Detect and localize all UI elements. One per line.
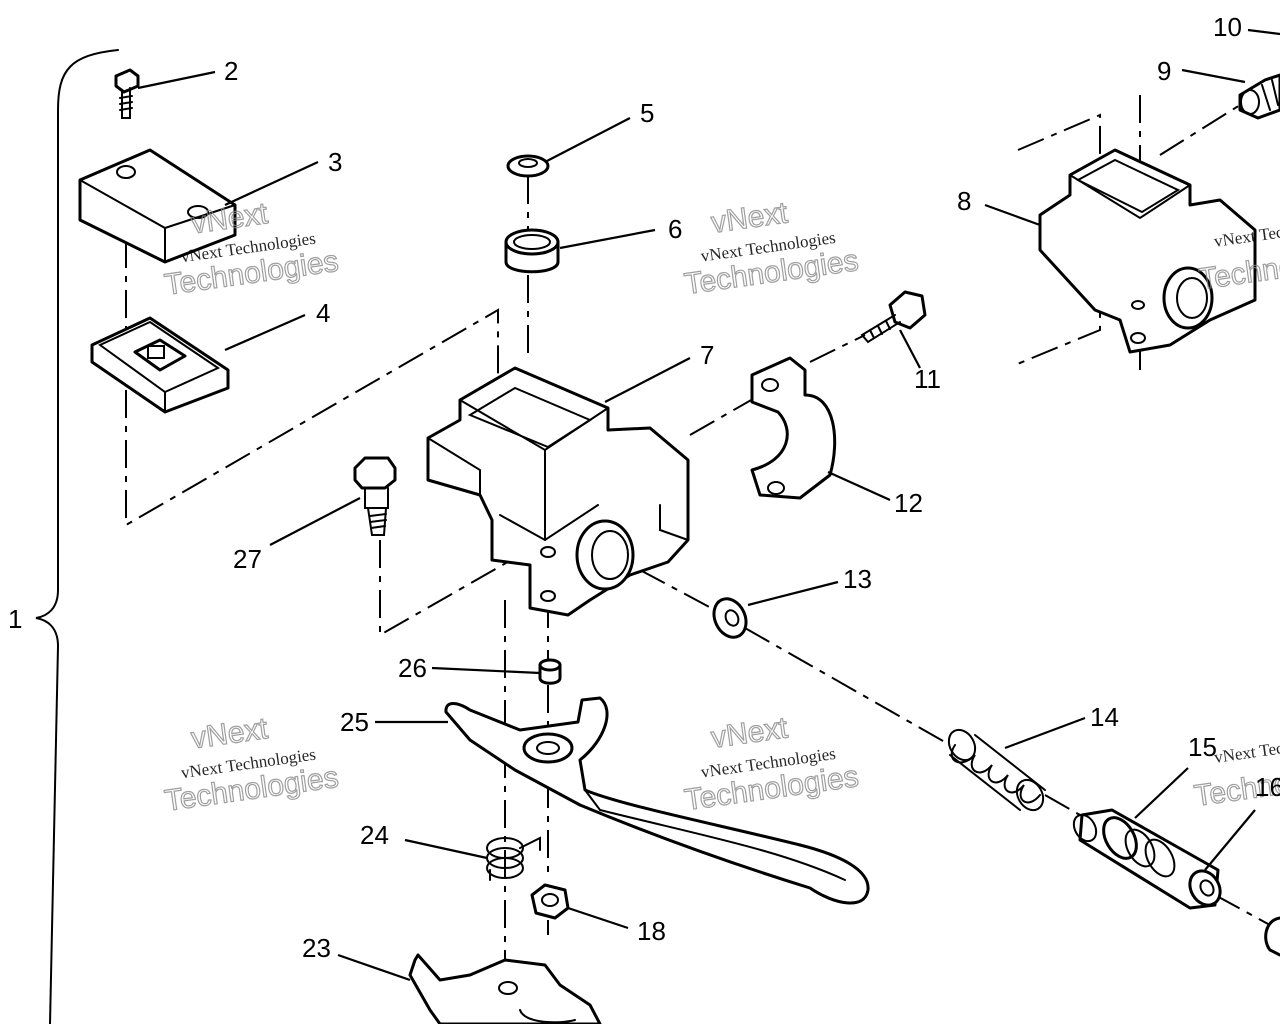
part-23-switch-bracket — [408, 953, 602, 1024]
part-11-clamp-bolt — [860, 290, 927, 344]
callout-13: 13 — [843, 564, 872, 594]
callout-1: 1 — [8, 604, 22, 634]
callout-labels: 1 2 3 4 5 6 7 8 9 10 11 12 13 14 15 16 1… — [8, 12, 1280, 963]
watermark-text: vNext Technologies — [1213, 729, 1280, 767]
watermark-vnext: vNext — [709, 711, 790, 754]
leader-lines — [137, 28, 1280, 982]
callout-3: 3 — [328, 147, 342, 177]
callout-10: 10 — [1213, 12, 1242, 42]
watermark-vnext: vNext — [709, 196, 790, 239]
part-4-diaphragm — [90, 316, 230, 414]
part-26-pivot-bushing — [538, 658, 562, 685]
part-5-seal — [506, 154, 550, 178]
part-8-master-cylinder-alt — [1038, 148, 1257, 354]
callout-25: 25 — [340, 707, 369, 737]
part-12-handlebar-clamp — [750, 356, 837, 500]
part-3-reservoir-cover — [78, 148, 237, 264]
callout-14: 14 — [1090, 702, 1119, 732]
callout-7: 7 — [700, 340, 714, 370]
callout-8: 8 — [957, 186, 971, 216]
watermark-vnext: vNext — [189, 712, 270, 755]
callout-5: 5 — [640, 98, 654, 128]
callout-9: 9 — [1157, 56, 1171, 86]
callout-24: 24 — [360, 820, 389, 850]
callout-4: 4 — [316, 298, 330, 328]
partial-boot — [1264, 916, 1280, 957]
callout-6: 6 — [668, 214, 682, 244]
part-6-bushing — [504, 228, 560, 274]
callout-2: 2 — [224, 56, 238, 86]
callout-27: 27 — [233, 544, 262, 574]
callout-16: 16 — [1255, 772, 1280, 802]
callout-15: 15 — [1188, 732, 1217, 762]
part-14-spring — [947, 728, 1046, 812]
callout-18: 18 — [637, 916, 666, 946]
part-18-nut — [530, 883, 570, 920]
part-13-washer — [712, 597, 748, 639]
part-9-fitting — [1238, 73, 1280, 120]
part-27-pivot-bolt — [353, 456, 397, 536]
callout-26: 26 — [398, 653, 427, 683]
part-24-lever-spring — [486, 836, 541, 881]
part-2-cap-screw — [114, 68, 140, 119]
assembly-brace — [35, 49, 119, 1024]
callout-11: 11 — [914, 364, 941, 394]
callout-23: 23 — [302, 933, 331, 963]
part-15-16-piston — [1072, 808, 1222, 910]
callout-12: 12 — [894, 488, 923, 518]
part-7-master-cylinder — [426, 366, 690, 617]
part-25-brake-lever — [444, 696, 870, 905]
